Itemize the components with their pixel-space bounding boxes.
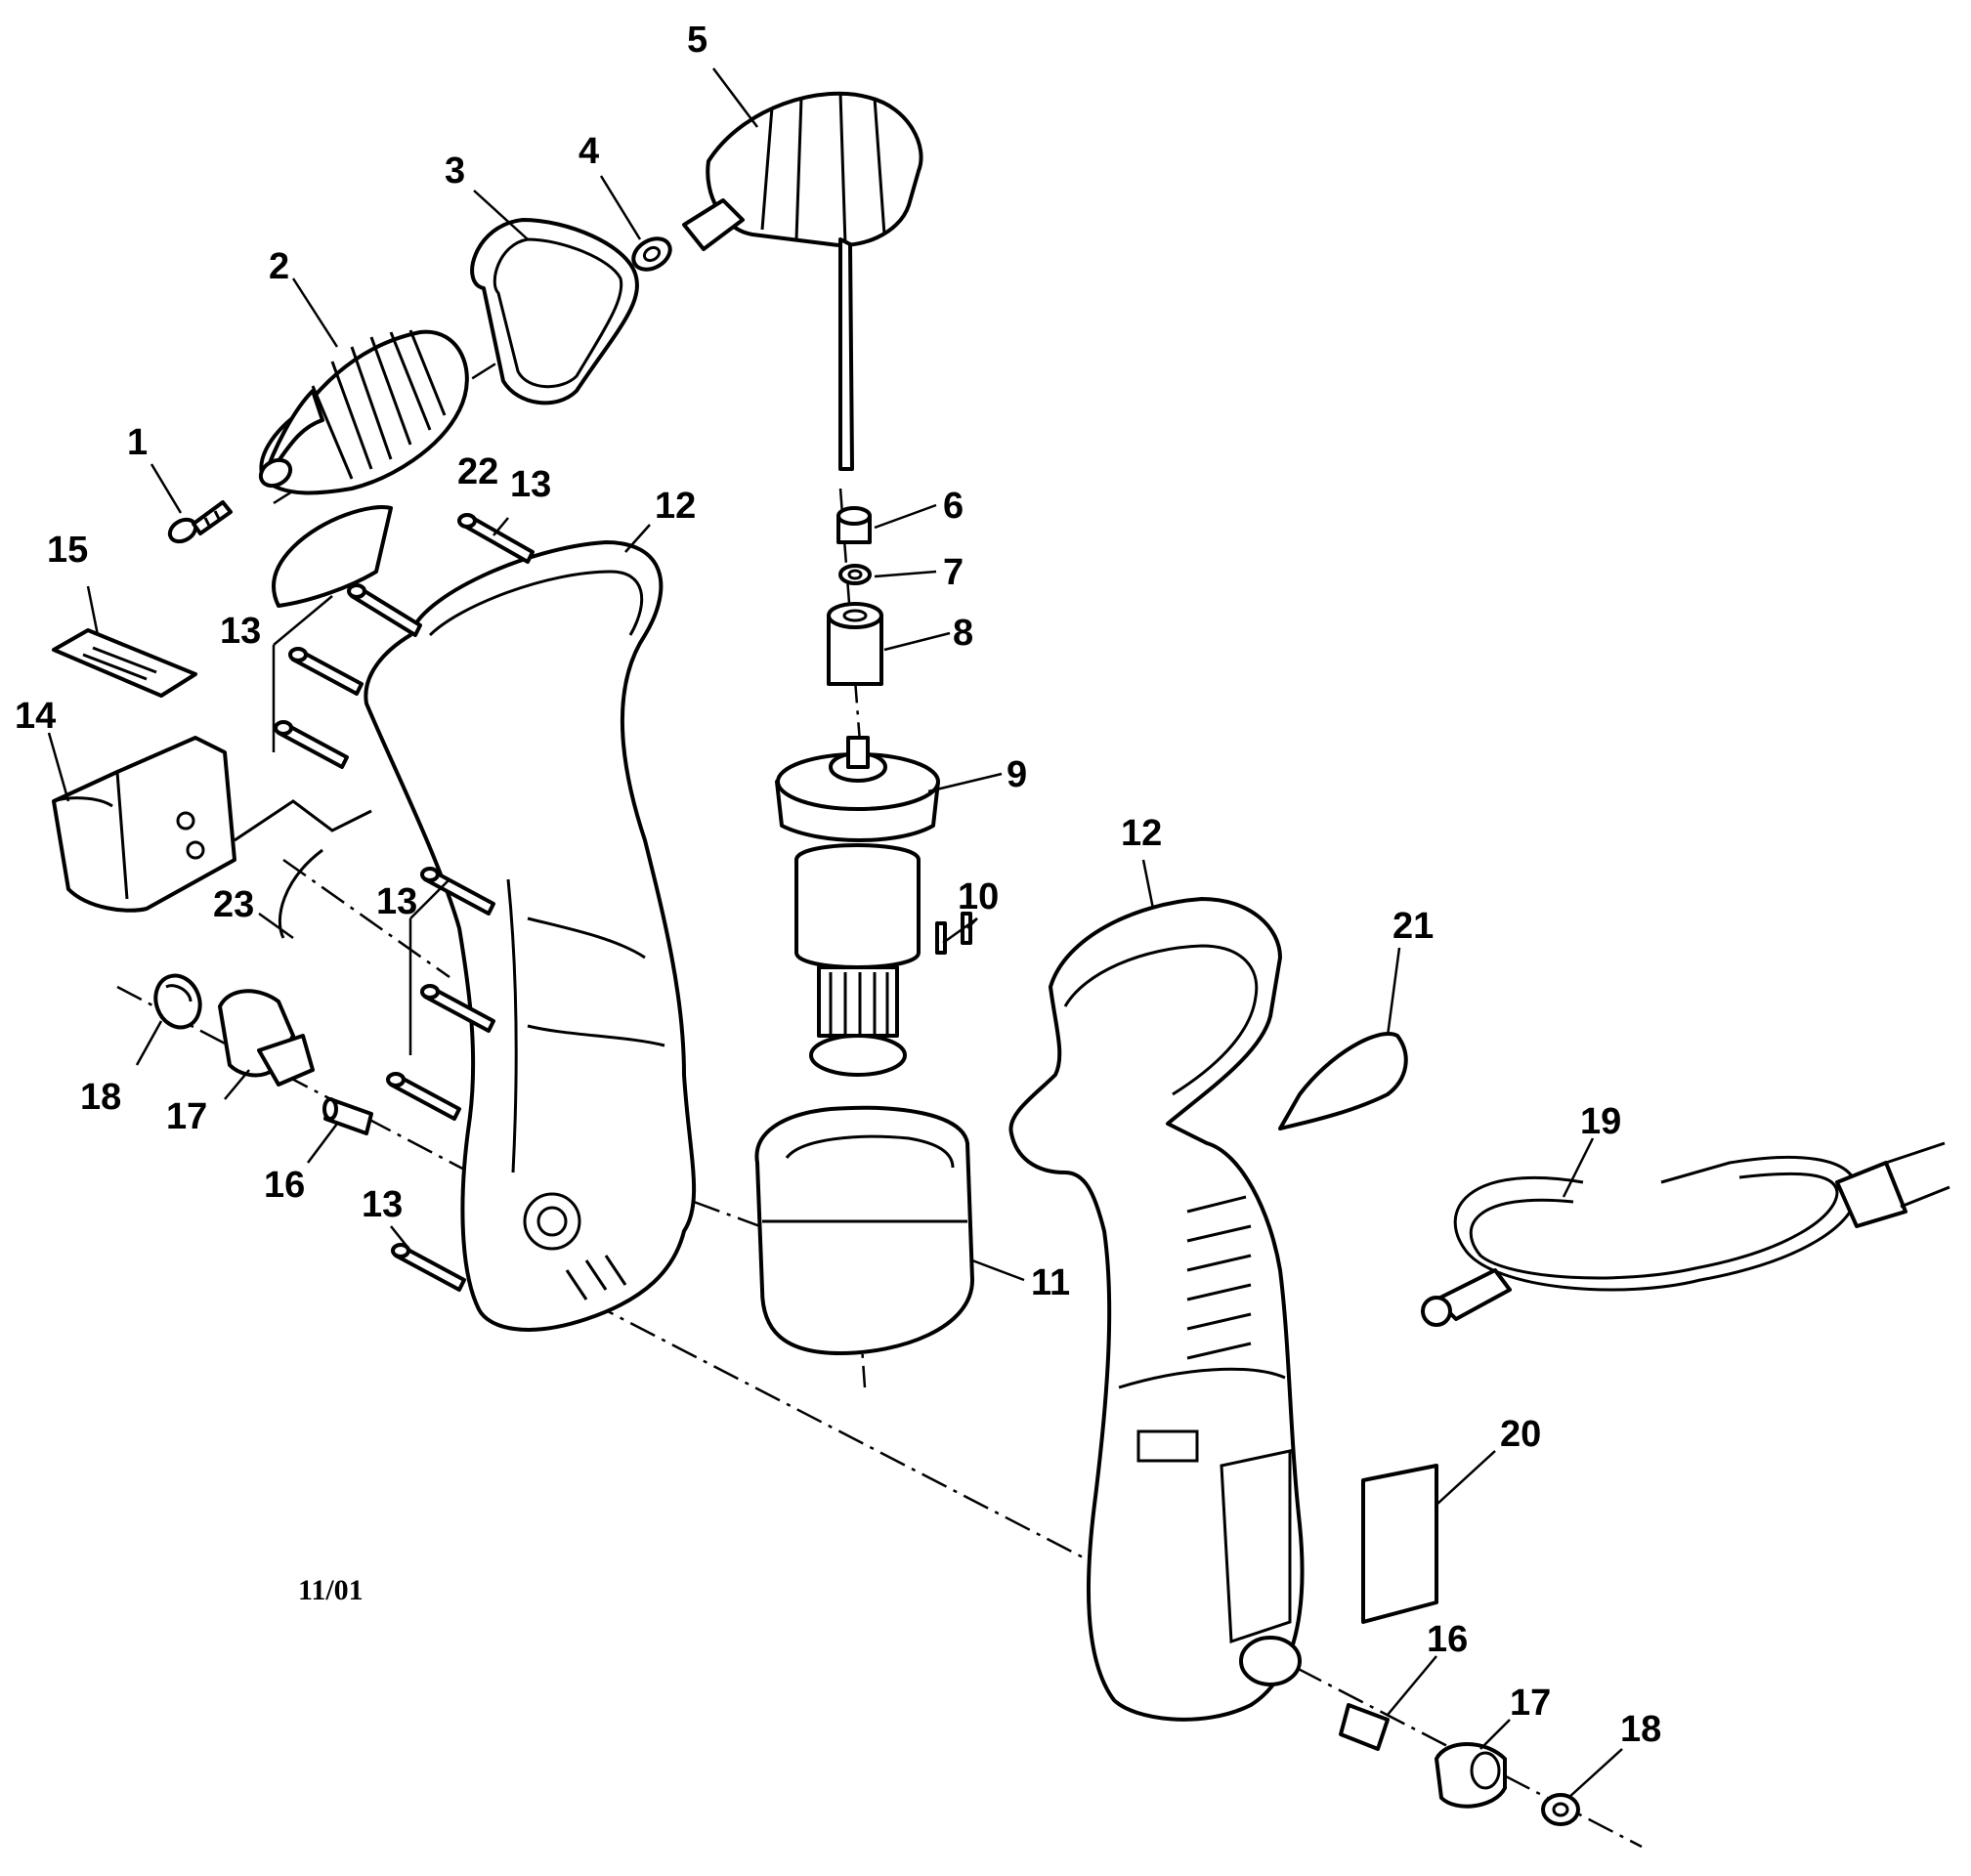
part-17-brush-holder-right <box>1435 1742 1507 1809</box>
leader-lines <box>47 67 1623 1799</box>
label-10: 10 <box>958 876 999 917</box>
label-7: 7 <box>943 552 964 593</box>
label-12-right: 12 <box>1121 813 1162 854</box>
part-6-bushing <box>836 506 872 544</box>
part-15-switch-button <box>52 628 197 698</box>
part-4-washer <box>631 236 672 272</box>
part-18-brush-cap-left <box>153 973 202 1030</box>
label-19: 19 <box>1580 1101 1621 1142</box>
part-13-screws <box>274 513 535 1292</box>
label-13-top: 13 <box>510 464 551 505</box>
label-14: 14 <box>15 696 56 737</box>
part-17-brush-holder-left <box>218 989 315 1087</box>
label-5: 5 <box>687 20 707 61</box>
label-20: 20 <box>1500 1414 1541 1455</box>
part-11-field <box>754 1105 974 1355</box>
part-8-bearing <box>827 602 883 686</box>
part-16-brush-right <box>1339 1703 1390 1751</box>
label-17-right: 17 <box>1510 1683 1551 1724</box>
part-16-brush-left <box>322 1097 373 1135</box>
label-16-right: 16 <box>1427 1619 1468 1660</box>
label-3: 3 <box>445 150 465 192</box>
label-9: 9 <box>1007 754 1027 795</box>
label-22: 22 <box>457 451 498 492</box>
part-5-gearbox <box>682 91 923 471</box>
label-13-middle: 13 <box>376 881 417 922</box>
part-2-chuck <box>258 329 469 495</box>
date-code: 11/01 <box>298 1574 364 1606</box>
label-12-left: 12 <box>655 486 696 527</box>
part-20-label <box>1361 1464 1438 1624</box>
label-16-left: 16 <box>264 1165 305 1206</box>
part-9-armature-fan <box>775 736 940 842</box>
label-8: 8 <box>953 613 973 654</box>
label-1: 1 <box>127 422 148 463</box>
part-14-switch <box>52 736 236 913</box>
part-12-housing-left <box>364 540 697 1332</box>
label-13-upper-left: 13 <box>220 611 261 652</box>
part-23-wire <box>234 799 372 939</box>
part-19-power-cord <box>1421 1141 1950 1327</box>
part-21-label <box>1278 1032 1408 1130</box>
label-18-left: 18 <box>80 1077 121 1118</box>
label-17-left: 17 <box>166 1096 207 1137</box>
label-15: 15 <box>47 530 88 571</box>
label-13-bottom: 13 <box>362 1184 403 1225</box>
label-6: 6 <box>943 486 964 527</box>
label-4: 4 <box>578 131 599 172</box>
label-2: 2 <box>269 246 289 287</box>
part-1-screw <box>167 500 233 544</box>
label-18-right: 18 <box>1620 1709 1661 1750</box>
part-3-gasket <box>470 218 639 405</box>
part-22-label <box>272 505 393 608</box>
part-10-brushes <box>935 912 972 955</box>
part-7-ring <box>838 564 872 585</box>
part-number-labels: 1 2 3 4 5 6 7 8 9 10 11 12 12 13 13 13 1… <box>15 20 1661 1750</box>
label-11: 11 <box>1031 1262 1070 1303</box>
part-18-brush-cap-right <box>1541 1793 1580 1826</box>
label-23: 23 <box>213 884 254 925</box>
part-12-housing-right <box>1008 897 1305 1722</box>
label-21: 21 <box>1393 906 1434 947</box>
armature-body <box>794 843 921 1077</box>
